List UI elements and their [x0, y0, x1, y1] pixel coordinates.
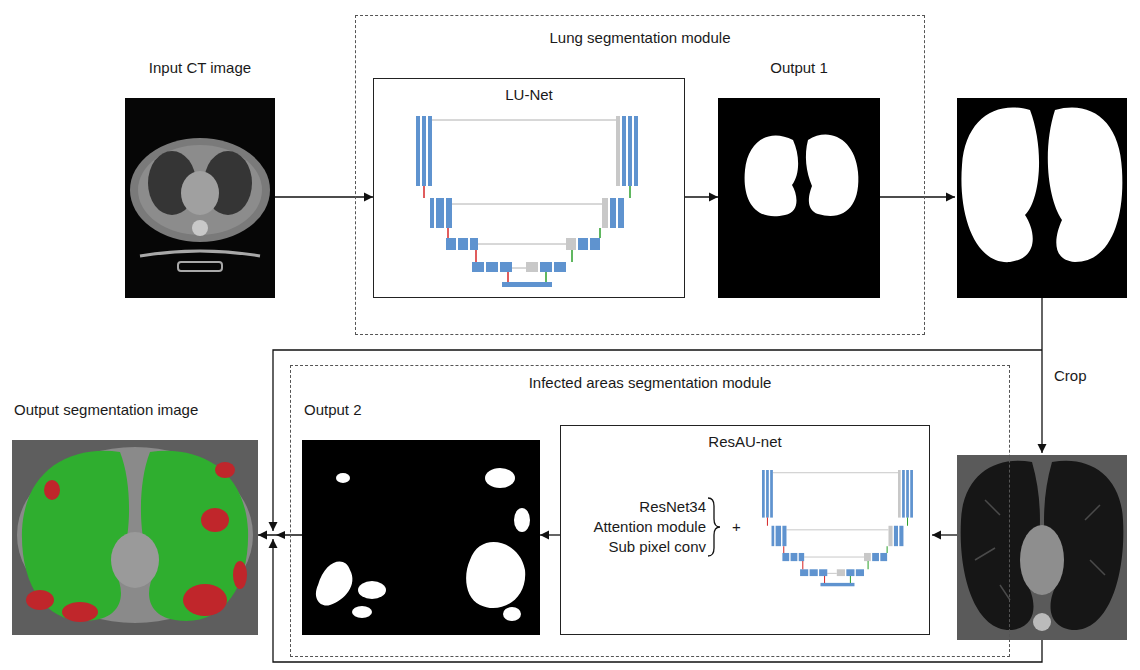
- component-row: ResNet34Attention moduleSub pixel conv +: [581, 497, 741, 557]
- body-tissue: [17, 447, 253, 623]
- image-caption: Output 2: [304, 400, 362, 420]
- flow-arrow: [275, 196, 373, 197]
- module-title: Lung segmentation module: [550, 28, 731, 48]
- image-caption: Input CT image: [149, 58, 251, 78]
- flow-arrow: [258, 534, 302, 535]
- infection-overlay: [26, 462, 247, 622]
- infection-region: [44, 480, 60, 500]
- flow-wire: [1041, 298, 1042, 453]
- segmentation-overlay-image: [12, 440, 258, 635]
- flow-arrow: [685, 196, 718, 197]
- lung-overlay: [22, 451, 129, 621]
- step-label: Crop: [1054, 366, 1087, 386]
- image-ground: [12, 440, 258, 635]
- vessel: [975, 500, 1105, 600]
- component-item: ResNet34: [639, 497, 706, 517]
- heart: [181, 171, 219, 215]
- image-ground: [957, 98, 1127, 298]
- infection-region: [336, 473, 350, 483]
- flow-wire: [932, 534, 957, 535]
- image-ground: [125, 98, 275, 298]
- heart: [111, 532, 159, 588]
- infection-region: [201, 508, 229, 532]
- flow-wire: [273, 350, 1042, 531]
- module-frame: Infected areas segmentation moduleOutput…: [290, 365, 1010, 657]
- infection-regions: [316, 468, 530, 621]
- image-ground: [957, 455, 1127, 640]
- lung-mask: [1048, 108, 1123, 263]
- brace-gap: [706, 522, 732, 532]
- brace: [708, 498, 720, 556]
- network-box: LU-Net: [373, 78, 685, 298]
- network-title: ResAU-net: [708, 432, 781, 452]
- component-item: Attention module: [593, 517, 706, 537]
- unet-sketch: [416, 116, 638, 287]
- lung-mask-image: [718, 98, 880, 298]
- lung-mask: [745, 135, 799, 216]
- infection-region: [26, 590, 54, 610]
- unet-sketch: [762, 470, 913, 586]
- plus-sign: +: [732, 517, 741, 537]
- ct-scan-image: [125, 98, 275, 298]
- component-item: Sub pixel conv: [608, 537, 706, 557]
- label-holder: Crop: [1054, 366, 1087, 386]
- spine: [192, 220, 208, 236]
- infection-region: [183, 584, 227, 616]
- infection-region: [215, 462, 235, 478]
- infection-region: [503, 607, 521, 621]
- lung-overlay: [141, 451, 248, 621]
- module-frame: Lung segmentation moduleLU-Net Output 1: [355, 15, 925, 335]
- scanner-table: [178, 262, 222, 271]
- infection-region: [514, 508, 530, 532]
- heart: [1020, 525, 1064, 595]
- infection-region: [352, 606, 372, 618]
- scanner-table: [140, 251, 260, 256]
- body-tissue: [138, 145, 262, 235]
- lung-mask: [961, 107, 1039, 262]
- component-list: ResNet34Attention moduleSub pixel conv: [581, 497, 706, 557]
- image-ground: [302, 440, 540, 635]
- image-panel: Output segmentation image: [12, 400, 258, 635]
- infection-region: [358, 581, 386, 599]
- flow-wire: [273, 539, 1042, 662]
- flow-wires: [273, 197, 1042, 662]
- cropped-ct-image: [957, 455, 1127, 640]
- spine: [1033, 613, 1051, 631]
- image-caption: Output 1: [770, 58, 828, 78]
- lung-mask: [806, 135, 858, 216]
- image-panel: Output 1: [718, 58, 880, 298]
- image-ground: [718, 98, 880, 298]
- infection-region: [62, 602, 98, 622]
- module-title: Infected areas segmentation module: [529, 373, 772, 393]
- infection-region: [233, 561, 247, 589]
- infection-region: [466, 542, 525, 608]
- flow-wire: [880, 196, 955, 197]
- infection-mask-image: [302, 440, 540, 635]
- infection-region: [316, 562, 353, 606]
- lung-mask-image: [957, 98, 1127, 298]
- image-caption: Output segmentation image: [14, 400, 198, 420]
- network-box: ResAU-netResNet34Attention moduleSub pix…: [560, 425, 930, 635]
- flow-arrow: [540, 534, 560, 535]
- image-panel: Input CT image: [125, 58, 275, 298]
- network-title: LU-Net: [505, 85, 553, 105]
- image-panel: Output 2: [302, 400, 540, 635]
- body-outline: [130, 138, 270, 242]
- infection-region: [485, 468, 515, 488]
